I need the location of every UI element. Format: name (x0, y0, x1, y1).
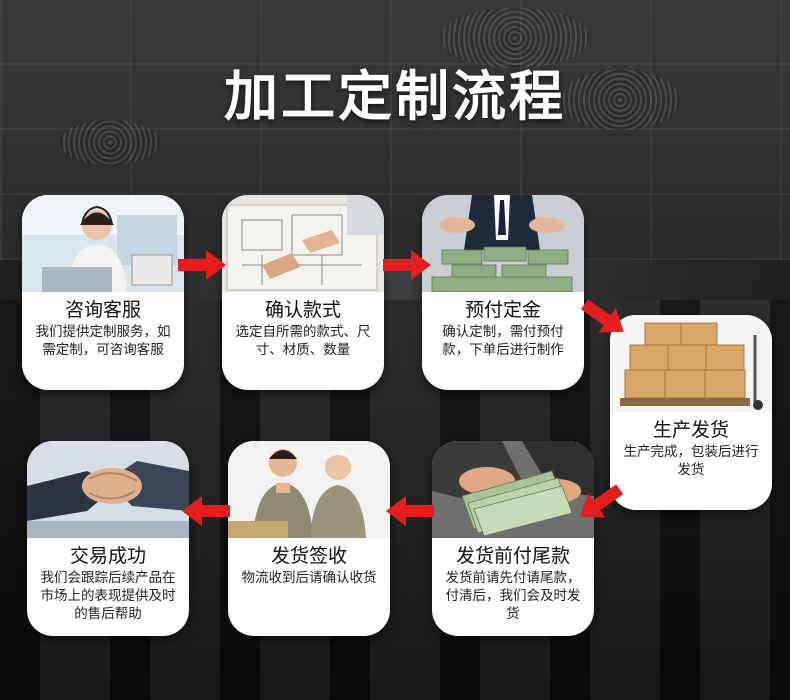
delivery-staff-icon (228, 441, 390, 538)
page-title: 加工定制流程 (224, 65, 566, 128)
step-title: 确认款式 (264, 299, 341, 321)
step-description: 选定自所需的款式、尺寸、材质、数量 (235, 324, 371, 358)
step-title: 生产发货 (652, 419, 729, 441)
step-description: 物流收到后请确认收货 (241, 570, 377, 586)
step-title: 咨询客服 (64, 299, 141, 321)
arrow-left-icon (182, 496, 230, 526)
step-description: 确认定制，需付预付款，下单后进行制作 (442, 324, 564, 358)
ceiling-vent (560, 70, 680, 130)
step-title: 预付定金 (464, 299, 541, 321)
arrow-right-icon (178, 250, 226, 280)
step-card-success: 交易成功 我们会跟踪后续产品在市场上的表现提供及时的售后帮助 (27, 441, 189, 636)
arrow-right-icon (383, 250, 431, 280)
step-title: 发货签收 (270, 545, 347, 567)
step-title: 交易成功 (69, 545, 146, 567)
step-description: 发货前请先付请尾款，付清后，我们会及时发货 (445, 570, 581, 622)
step-description: 我们会跟踪后续产品在市场上的表现提供及时的售后帮助 (40, 570, 176, 622)
step-description: 我们提供定制服务，如需定制，可咨询客服 (35, 324, 171, 358)
blueprint-icon (222, 195, 384, 292)
step-description: 生产完成，包装后进行发货 (623, 444, 759, 478)
cardboard-boxes-icon (610, 315, 772, 412)
step-title: 发货前付尾款 (455, 545, 570, 567)
step-card-receipt: 发货签收 物流收到后请确认收货 (228, 441, 390, 636)
step-card-consult: 咨询客服 我们提供定制服务，如需定制，可咨询客服 (22, 195, 184, 390)
arrow-down-left-icon (580, 484, 624, 518)
ceiling-vent (60, 120, 160, 165)
step-card-production: 生产发货 生产完成，包装后进行发货 (610, 315, 772, 510)
ceiling-vent (440, 8, 590, 68)
customer-service-headset-icon (22, 195, 184, 292)
money-stack-icon (422, 195, 584, 292)
step-card-deposit: 预付定金 确认定制，需付预付款，下单后进行制作 (422, 195, 584, 390)
step-card-confirm-style: 确认款式 选定自所需的款式、尺寸、材质、数量 (222, 195, 384, 390)
arrow-down-right-icon (580, 299, 624, 333)
step-card-final-payment: 发货前付尾款 发货前请先付请尾款，付清后，我们会及时发货 (432, 441, 594, 636)
arrow-left-icon (386, 496, 434, 526)
cash-handover-icon (432, 441, 594, 538)
handshake-icon (27, 441, 189, 538)
